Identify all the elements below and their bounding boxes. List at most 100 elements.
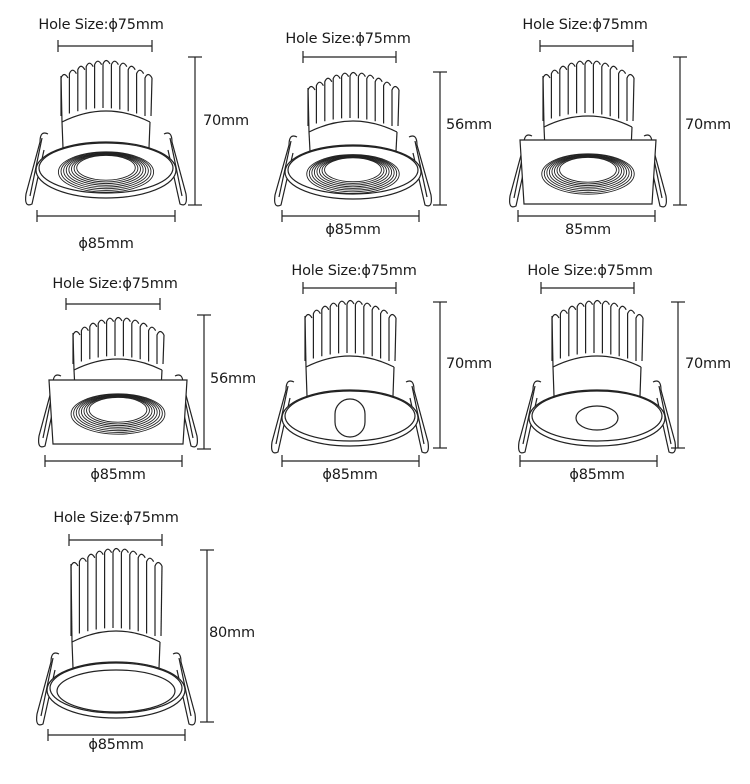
width-label: ϕ85mm xyxy=(78,236,134,252)
heatsink-fin xyxy=(380,309,389,359)
heatsink-fin xyxy=(324,77,333,122)
heatsink-fin xyxy=(584,59,593,113)
product-drawing-5: Hole Size:ϕ75mm 70mm ϕ85mm xyxy=(250,255,500,500)
heatsink-fin xyxy=(120,548,129,629)
round-trim-rim xyxy=(287,145,419,195)
heatsink-fin xyxy=(388,313,397,361)
hole-size-label: Hole Size:ϕ75mm xyxy=(38,17,164,33)
hole-size-label: Hole Size:ϕ75mm xyxy=(291,263,417,279)
heatsink-fin xyxy=(85,62,94,110)
heatsink-fin xyxy=(391,85,400,126)
heatsink-fin xyxy=(354,300,363,354)
heatsink-fin xyxy=(371,305,380,357)
width-label: ϕ85mm xyxy=(569,467,625,483)
heatsink-fin xyxy=(568,305,577,357)
baffle-ring xyxy=(80,395,156,428)
baffle-ring xyxy=(319,156,387,186)
heatsink-fin xyxy=(601,62,610,115)
width-label: 85mm xyxy=(565,222,611,238)
baffle-ring xyxy=(551,155,625,188)
heatsink-fin xyxy=(585,300,594,354)
baffle-ring xyxy=(559,156,617,183)
heatsink-fin xyxy=(104,548,113,629)
heatsink-left-edge xyxy=(307,87,310,133)
heatsink-fin xyxy=(97,319,106,358)
heatsink-fin-edge xyxy=(632,77,635,122)
heatsink-fin xyxy=(627,309,636,359)
heatsink-band-curve xyxy=(552,355,642,368)
hole-size-label: Hole Size:ϕ75mm xyxy=(285,31,411,47)
width-label: ϕ85mm xyxy=(325,222,381,238)
baffle-ring xyxy=(78,394,158,430)
heatsink-fin xyxy=(374,77,383,122)
round-trim-rim xyxy=(531,390,663,442)
heatsink-fin xyxy=(119,62,128,110)
oval-aperture xyxy=(334,398,366,438)
heatsink-fin xyxy=(329,302,338,355)
spring-clip-left xyxy=(274,135,298,207)
baffle-ring xyxy=(548,154,628,190)
heatsink-fin xyxy=(338,300,347,354)
pinhole-aperture xyxy=(575,405,619,431)
baffle-ring xyxy=(306,154,400,194)
spring-clip-left xyxy=(25,132,49,206)
downlight-drawing xyxy=(518,282,685,467)
heatsink-fin xyxy=(148,326,157,362)
heatsink-fin xyxy=(346,299,355,353)
hole-size-label: Hole Size:ϕ75mm xyxy=(53,510,179,526)
baffle-ring xyxy=(324,157,382,183)
heatsink-fin xyxy=(559,309,568,359)
downlight-drawing xyxy=(25,40,202,222)
product-drawing-1: Hole Size:ϕ75mm 70mm ϕ85mm xyxy=(0,0,250,255)
spring-clip-right xyxy=(163,132,187,206)
spring-clip-right xyxy=(652,380,676,454)
round-trim-rim xyxy=(49,662,183,714)
heatsink-fin xyxy=(576,302,585,355)
heatsink-fin xyxy=(363,302,372,355)
heatsink-fin xyxy=(156,330,165,364)
heatsink-body-left xyxy=(61,121,64,149)
heatsink-fin-edge xyxy=(397,89,400,127)
round-trim-outer xyxy=(35,141,177,199)
heatsink-fin xyxy=(592,60,601,114)
heatsink-fin xyxy=(635,313,644,361)
heatsink-fin xyxy=(139,322,148,360)
baffle-ring xyxy=(556,156,620,185)
baffle-ring xyxy=(75,394,161,432)
downlight-drawing xyxy=(271,282,447,467)
heatsink-left-edge xyxy=(60,75,63,123)
heatsink-fin xyxy=(110,60,119,109)
heatsink-fin xyxy=(89,322,98,360)
downlight-drawing xyxy=(274,51,447,222)
heatsink-body-right xyxy=(639,366,642,397)
hole-size-label: Hole Size:ϕ75mm xyxy=(522,17,648,33)
heatsink-fin-edge xyxy=(394,317,397,362)
baffle-ring xyxy=(57,151,155,193)
spring-clip-right xyxy=(643,134,667,208)
baffle-ring xyxy=(311,155,395,191)
heatsink-fin xyxy=(114,316,123,356)
heatsink-fin xyxy=(131,319,140,358)
heatsink-body-left xyxy=(305,366,308,397)
heatsink-band-curve xyxy=(61,110,151,123)
heatsink-fin xyxy=(106,317,115,357)
round-trim-outer xyxy=(46,661,186,719)
downlight-drawing xyxy=(36,534,214,741)
height-label: 56mm xyxy=(446,117,492,133)
baffle-ring xyxy=(321,156,385,184)
heatsink-band-curve xyxy=(308,120,398,133)
heatsink-fin xyxy=(154,561,163,636)
baffle-ring xyxy=(83,395,153,427)
heatsink-fin xyxy=(332,74,341,120)
baffle-ring xyxy=(88,396,148,423)
baffle-ring xyxy=(316,155,390,188)
spring-clip-right xyxy=(408,135,432,207)
heatsink-fin xyxy=(94,60,103,109)
width-label: ϕ85mm xyxy=(90,467,146,483)
spring-clip-left xyxy=(271,380,295,454)
product-drawing-3: Hole Size:ϕ75mm 70mm 85mm xyxy=(500,0,750,255)
product-drawing-6: Hole Size:ϕ75mm 70mm ϕ85mm xyxy=(500,255,750,500)
heatsink-fin xyxy=(78,557,87,634)
heatsink-fin-edge xyxy=(162,334,165,365)
heatsink-fin xyxy=(129,550,138,630)
